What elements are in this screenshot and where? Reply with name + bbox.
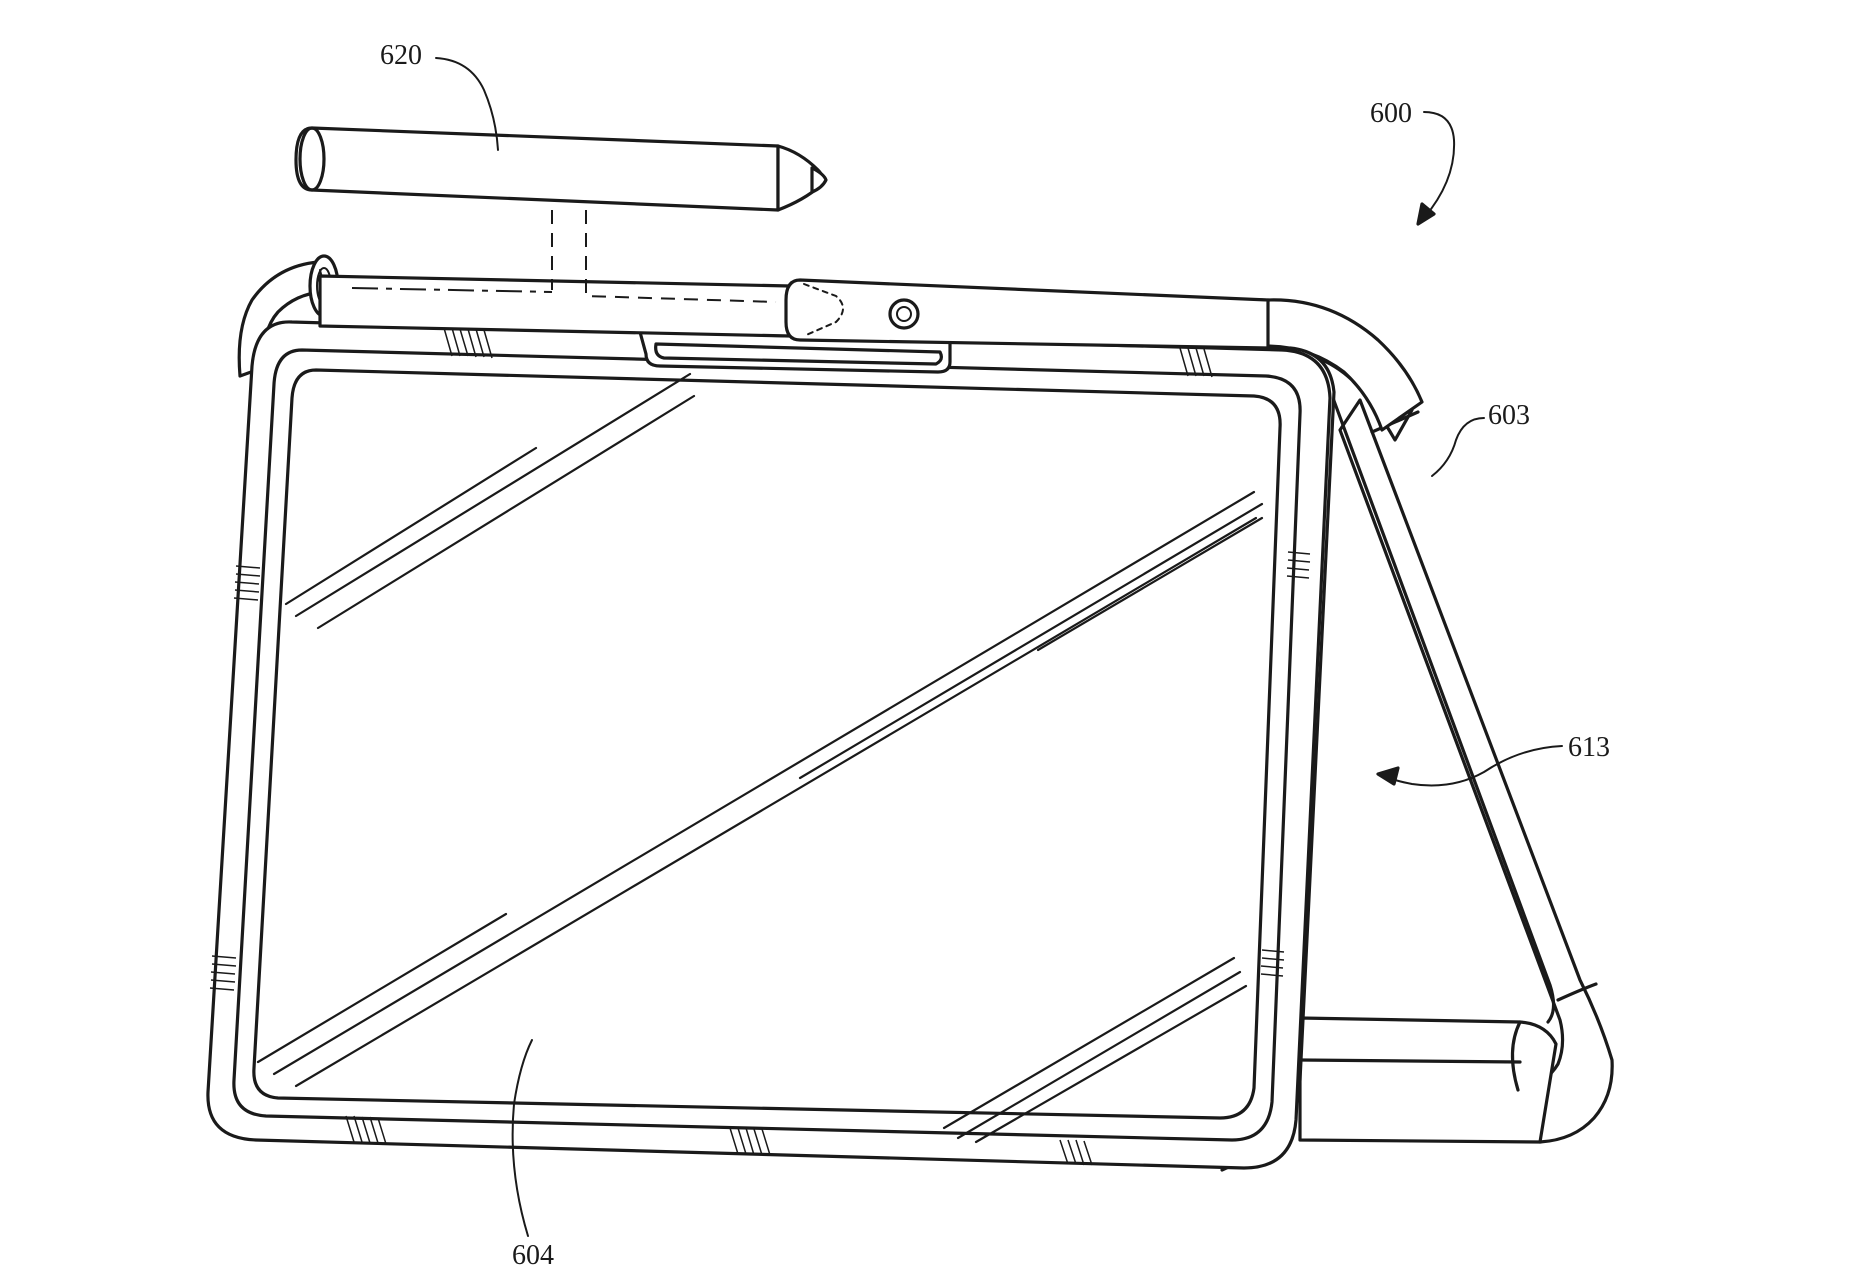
stylus	[294, 126, 828, 303]
edge-hatching	[209, 327, 1311, 1166]
leader-603	[1431, 417, 1485, 477]
leader-613	[1383, 745, 1563, 787]
arrowhead-600	[1416, 202, 1436, 226]
reference-labels: 620 600 603 613 604	[380, 40, 1610, 1271]
leader-600	[1423, 111, 1456, 219]
screen-glare	[256, 372, 1264, 1144]
label-613: 613	[1568, 732, 1610, 763]
top-rail	[318, 274, 1270, 350]
leader-604	[511, 1039, 533, 1237]
label-600: 600	[1370, 98, 1412, 129]
leader-lines	[435, 57, 1563, 1237]
leader-620	[435, 57, 499, 151]
label-620: 620	[380, 40, 422, 71]
arrowhead-613	[1376, 766, 1400, 786]
tablet-body	[206, 320, 1336, 1172]
label-603: 603	[1488, 400, 1530, 431]
label-604: 604	[512, 1240, 554, 1271]
